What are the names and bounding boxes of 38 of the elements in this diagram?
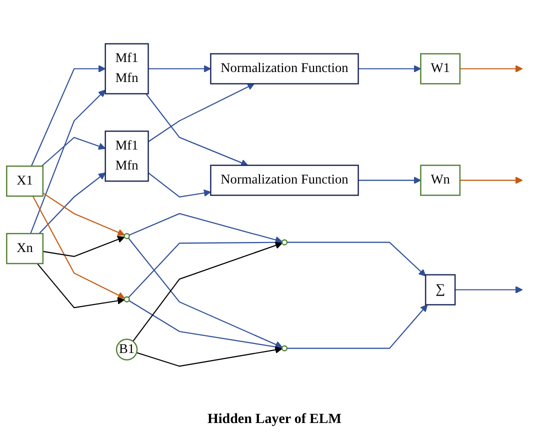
arrow xyxy=(30,90,106,234)
node-circle xyxy=(124,296,130,302)
node-circle xyxy=(124,232,130,240)
arrow xyxy=(42,236,125,258)
layer-caption: Hidden Layer of ELM xyxy=(206,412,342,428)
arrow xyxy=(41,136,106,167)
arrow xyxy=(36,263,125,308)
node-circle: B1 xyxy=(116,338,138,360)
arrow xyxy=(128,213,282,244)
node-box: X1 xyxy=(6,166,44,197)
arrow xyxy=(287,242,426,276)
arrow xyxy=(30,65,106,166)
arrow xyxy=(128,238,282,298)
arrow xyxy=(358,176,422,184)
arrow xyxy=(358,65,422,72)
node-circle xyxy=(281,345,288,352)
arrow xyxy=(136,346,282,367)
node-box: W1 xyxy=(420,53,461,84)
arrow xyxy=(287,304,428,349)
arrow xyxy=(148,172,212,198)
arrow xyxy=(146,93,248,166)
arrow xyxy=(38,172,106,234)
node-box: Mf1 Mfn xyxy=(104,43,149,94)
arrow xyxy=(455,286,523,294)
node-box: Xn xyxy=(6,232,44,264)
node-box: ∑ xyxy=(424,274,456,306)
node-circle xyxy=(281,239,288,246)
arrow xyxy=(32,196,125,299)
arrow xyxy=(460,176,523,184)
arrow xyxy=(128,300,282,350)
arrow xyxy=(148,65,212,72)
arrow xyxy=(42,192,125,236)
node-box: Normalization Function xyxy=(210,53,359,84)
node-box: Mf1 Mfn xyxy=(104,130,149,182)
arrow xyxy=(460,65,523,72)
node-box: Wn xyxy=(420,164,461,196)
node-box: Normalization Function xyxy=(210,164,359,196)
arrow xyxy=(148,83,255,142)
